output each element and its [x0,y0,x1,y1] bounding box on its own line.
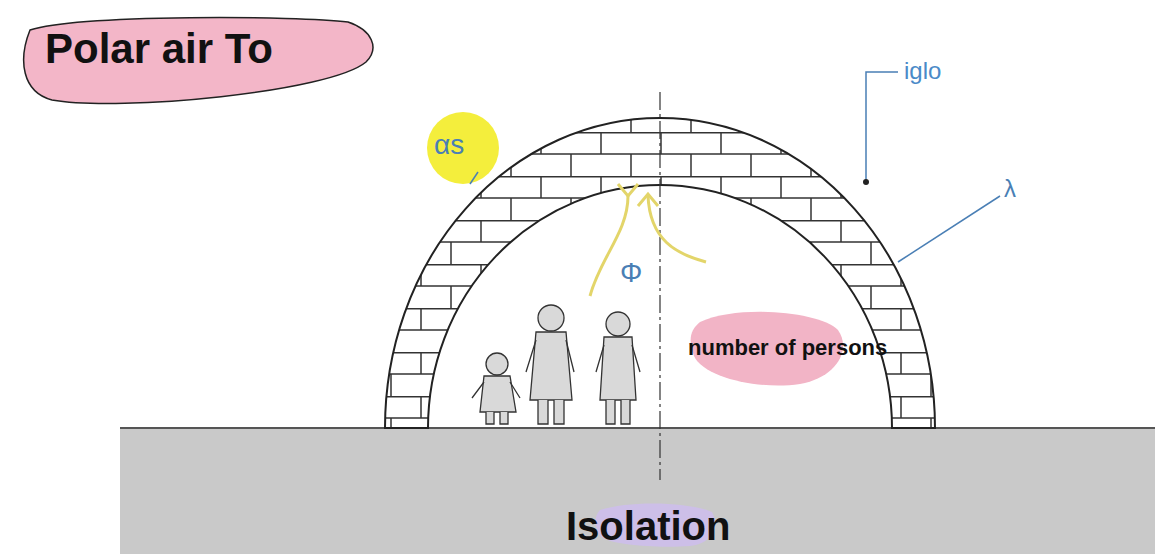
leader-dot [863,179,869,185]
heat-flow-arrows [590,184,706,296]
region-label: Isolation [566,504,730,548]
note-label: number of persons [688,336,887,360]
axis-line [659,92,660,480]
highlight-blob [24,18,373,104]
symbol-label: λ [1004,176,1016,202]
symbol-label: αs [434,130,464,161]
symbol-label: Φ [620,258,642,289]
region-label: Polar air To [45,26,273,72]
ground [120,428,1155,554]
leader-lines [470,72,1000,262]
part-label: iglo [904,58,941,84]
highlight-blob [427,112,499,184]
ground-line [120,427,1155,429]
persons [472,305,640,424]
